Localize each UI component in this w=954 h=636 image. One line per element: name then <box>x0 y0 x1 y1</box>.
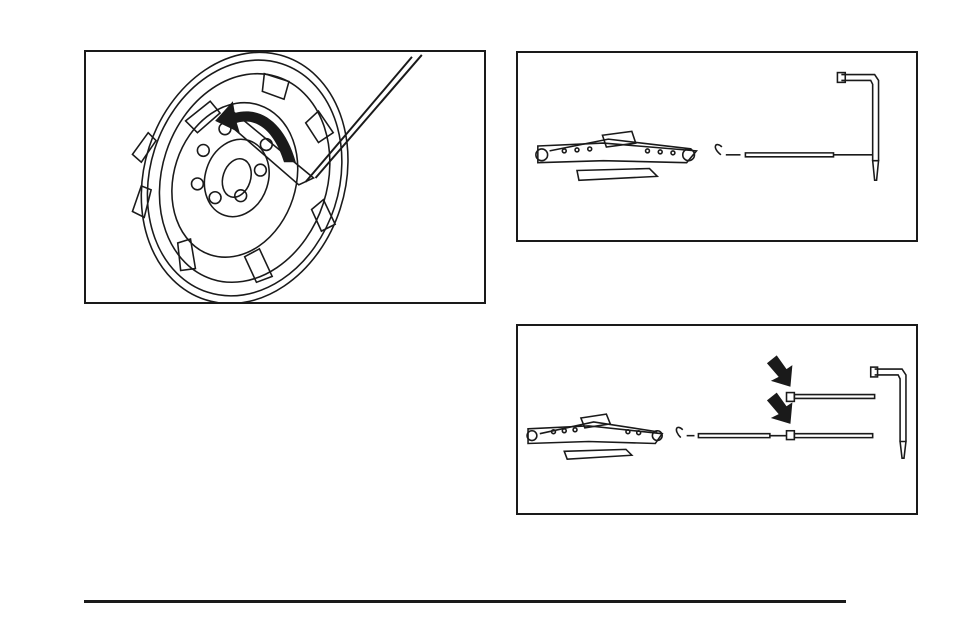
wheel-icon <box>86 52 484 302</box>
wheel-lug-nut-illustration <box>84 50 486 304</box>
footer-rule <box>84 600 846 603</box>
scissor-jack-extension-icon <box>518 326 916 513</box>
scissor-jack-icon <box>518 53 916 240</box>
jack-with-extension-illustration <box>516 324 918 515</box>
arrow-icon <box>767 393 792 424</box>
jack-and-wrench-illustration <box>516 51 918 242</box>
arrow-icon <box>767 355 792 386</box>
rotation-arrow-icon <box>215 101 296 162</box>
